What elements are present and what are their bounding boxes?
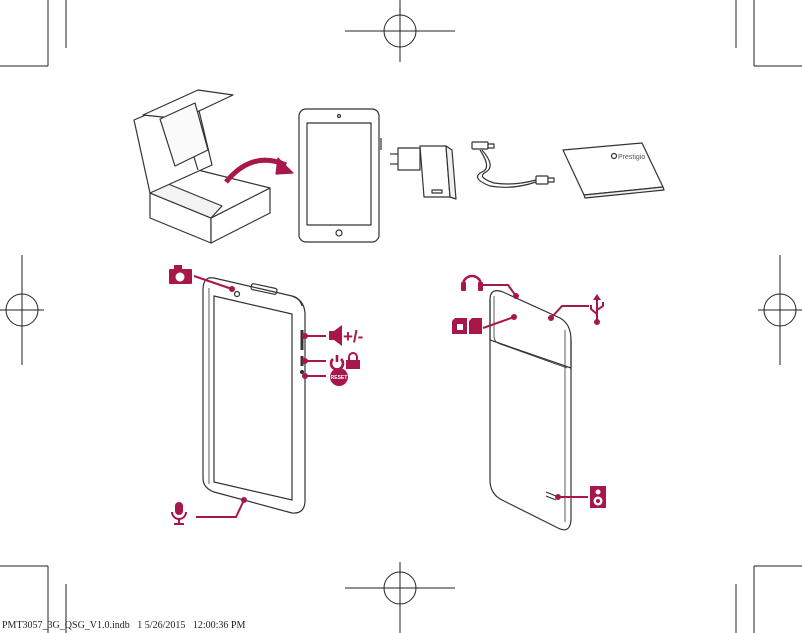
reset-hole [299,369,305,375]
wall-charger-image [390,145,457,200]
camera-icon [169,265,192,284]
open-box-illustration [133,89,271,244]
footer-date: 5/26/2015 [144,620,186,631]
reset-label: RESET [331,375,348,381]
usb-cable-image [471,141,555,188]
brand-logo-text: Prestigio [618,154,645,161]
user-guide-booklet-image: Prestigio [562,142,665,199]
front-callouts [193,275,326,518]
print-slug: PMT3057_3G_QSG_V1.0.indb 1 5/26/2015 12:… [2,620,245,631]
lock-icon [346,352,360,369]
footer-page: 1 [137,620,143,631]
headphone-icon [461,274,483,291]
back-callouts [478,284,589,500]
tablet-product-image [298,108,382,243]
footer-time: 12:00:36 PM [192,620,246,631]
tablet-back-view [489,290,572,531]
power-icon [329,355,345,371]
microphone-icon [171,502,187,525]
arrow-right-icon [224,157,294,184]
usb-icon [590,294,604,325]
speaker-grille [545,491,557,497]
brand-logo-icon [610,152,618,160]
front-camera-lens [233,290,241,298]
reset-icon: RESET [330,368,348,386]
volume-label: +/- [343,327,363,346]
speaker-icon [590,486,606,508]
volume-icon [329,325,342,346]
box-contents: Prestigio [133,89,665,244]
footer-file-name: PMT3057_3G_QSG_V1.0.indb [2,620,130,631]
sim-card-icon [452,318,467,334]
earpiece-grille [250,283,278,295]
tablet-front-view [202,277,306,514]
sd-card-icon [469,318,482,334]
